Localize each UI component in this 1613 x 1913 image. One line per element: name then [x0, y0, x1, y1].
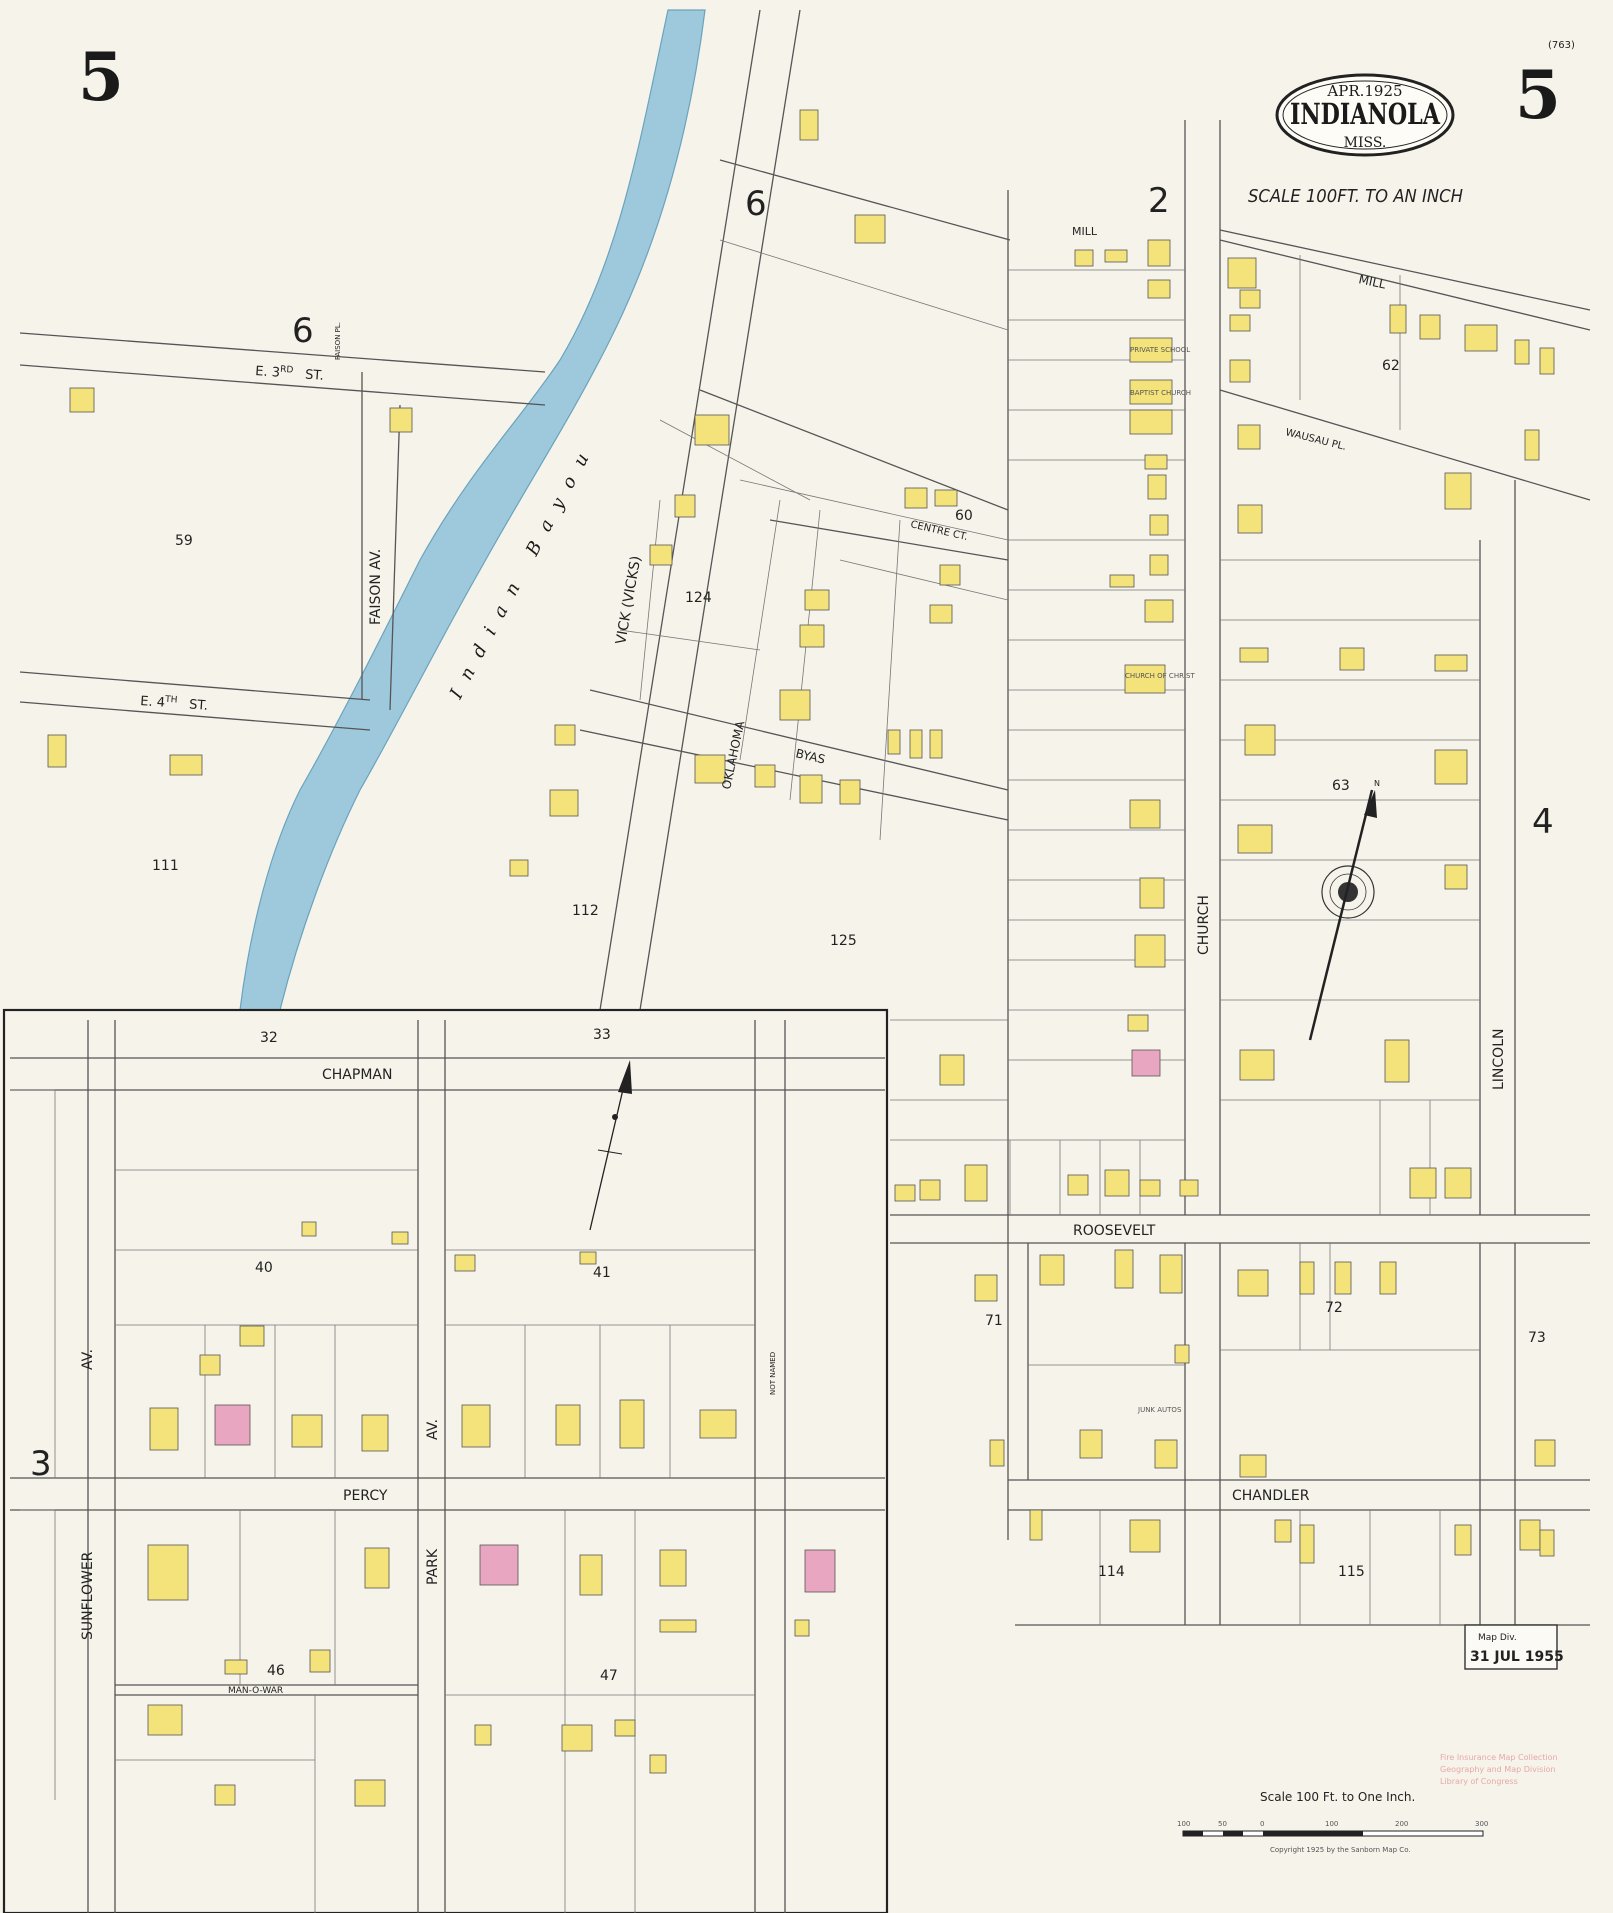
block-32: 32 — [260, 1030, 278, 1046]
street-not-named: NOT NAMED — [769, 1352, 777, 1395]
adjoining-sheet-6-left: 6 — [292, 311, 314, 351]
block-73: 73 — [1528, 1330, 1546, 1346]
title-cartouche: APR.1925 INDIANOLA MISS. — [1275, 73, 1455, 157]
block-numbers: 59 111 112 124 125 60 62 63 71 72 73 114… — [152, 358, 1546, 1684]
cartouche-date: APR.1925 — [1326, 82, 1402, 100]
adjoining-sheet-4: 4 — [1532, 802, 1554, 842]
scale-tick-50: 50 — [1218, 1820, 1227, 1828]
street-percy: PERCY — [343, 1488, 388, 1504]
scale-tick-0: 0 — [1260, 1820, 1264, 1828]
corner-code: (763) — [1548, 40, 1575, 51]
block-60: 60 — [955, 508, 973, 524]
street-mill-left: MILL — [1072, 225, 1098, 238]
block-47: 47 — [600, 1668, 618, 1684]
street-chapman: CHAPMAN — [322, 1067, 392, 1083]
block-115: 115 — [1338, 1564, 1365, 1580]
adjoining-sheet-2: 2 — [1148, 181, 1170, 221]
private-school-label: PRIVATE SCHOOL — [1130, 346, 1190, 354]
church-of-christ-label: CHURCH OF CHRIST — [1125, 672, 1195, 680]
compass-north-letter: N — [1374, 779, 1380, 788]
scale-tick-300: 300 — [1475, 1820, 1488, 1828]
block-124: 124 — [685, 590, 712, 606]
block-125: 125 — [830, 933, 857, 949]
building-annotations: PRIVATE SCHOOL BAPTIST CHURCH CHURCH OF … — [1125, 346, 1195, 1414]
block-59: 59 — [175, 533, 193, 549]
street-sunflower: SUNFLOWER — [80, 1551, 96, 1640]
street-roosevelt: ROOSEVELT — [1073, 1223, 1156, 1239]
block-46: 46 — [267, 1663, 285, 1679]
street-faison-av: FAISON AV. — [368, 549, 384, 625]
receipt-stamp: Map Div. 31 JUL 1955 — [1464, 1624, 1564, 1670]
street-church: CHURCH — [1196, 895, 1212, 955]
block-41: 41 — [593, 1265, 611, 1281]
building-footprints — [47, 109, 1556, 1807]
scale-tick-200: 200 — [1395, 1820, 1408, 1828]
scale-bar-title: Scale 100 Ft. to One Inch. — [1260, 1790, 1415, 1804]
street-faison-pl: FAISON PL. — [334, 322, 342, 360]
library-line-1: Fire Insurance Map Collection — [1440, 1753, 1558, 1762]
block-33: 33 — [593, 1027, 611, 1043]
block-112: 112 — [572, 903, 599, 919]
sheet-number-right: 5 — [1515, 56, 1561, 134]
adjoining-sheet-6-right: 6 — [745, 184, 767, 224]
scale-tick-100: 100 — [1325, 1820, 1338, 1828]
street-sunflower-av: AV. — [80, 1349, 96, 1370]
block-111: 111 — [152, 858, 179, 874]
adjoining-sheet-3: 3 — [30, 1444, 52, 1484]
block-71: 71 — [985, 1313, 1003, 1329]
cartouche-city: INDIANOLA — [1290, 97, 1440, 131]
library-line-2: Geography and Map Division — [1440, 1765, 1555, 1774]
baptist-church-label: BAPTIST CHURCH — [1130, 389, 1191, 397]
inset-frame — [2, 1008, 889, 1913]
street-mill-right: MILL — [1357, 272, 1387, 291]
street-park-av: AV. — [425, 1419, 441, 1440]
compass-rose: N — [1308, 779, 1380, 1041]
copyright-note: Copyright 1925 by the Sanborn Map Co. — [1270, 1846, 1411, 1854]
street-lincoln: LINCOLN — [1491, 1029, 1507, 1090]
inset-north-arrow — [589, 1060, 632, 1231]
junk-autos-label: JUNK AUTOS — [1137, 1406, 1182, 1414]
scale-tick-100-left: 100 — [1177, 1820, 1190, 1828]
cartouche-state: MISS. — [1344, 135, 1387, 151]
library-of-congress-note: Fire Insurance Map Collection Geography … — [1440, 1753, 1558, 1786]
block-63: 63 — [1332, 778, 1350, 794]
scale-bar: Scale 100 Ft. to One Inch. 100 50 0 100 … — [1177, 1790, 1488, 1854]
street-chandler: CHANDLER — [1232, 1488, 1310, 1504]
scale-note: SCALE 100FT. TO AN INCH — [1248, 186, 1463, 207]
block-40: 40 — [255, 1260, 273, 1276]
street-man-o-war: MAN-O-WAR — [228, 1686, 283, 1696]
block-62: 62 — [1382, 358, 1400, 374]
stamp-date: 31 JUL 1955 — [1470, 1649, 1564, 1665]
block-72: 72 — [1325, 1300, 1343, 1316]
library-line-3: Library of Congress — [1440, 1777, 1518, 1786]
street-byas: BYAS — [794, 746, 826, 766]
street-park: PARK — [425, 1548, 441, 1585]
stamp-division: Map Div. — [1478, 1633, 1517, 1643]
sheet-number-left: 5 — [78, 38, 124, 116]
block-114: 114 — [1098, 1564, 1125, 1580]
